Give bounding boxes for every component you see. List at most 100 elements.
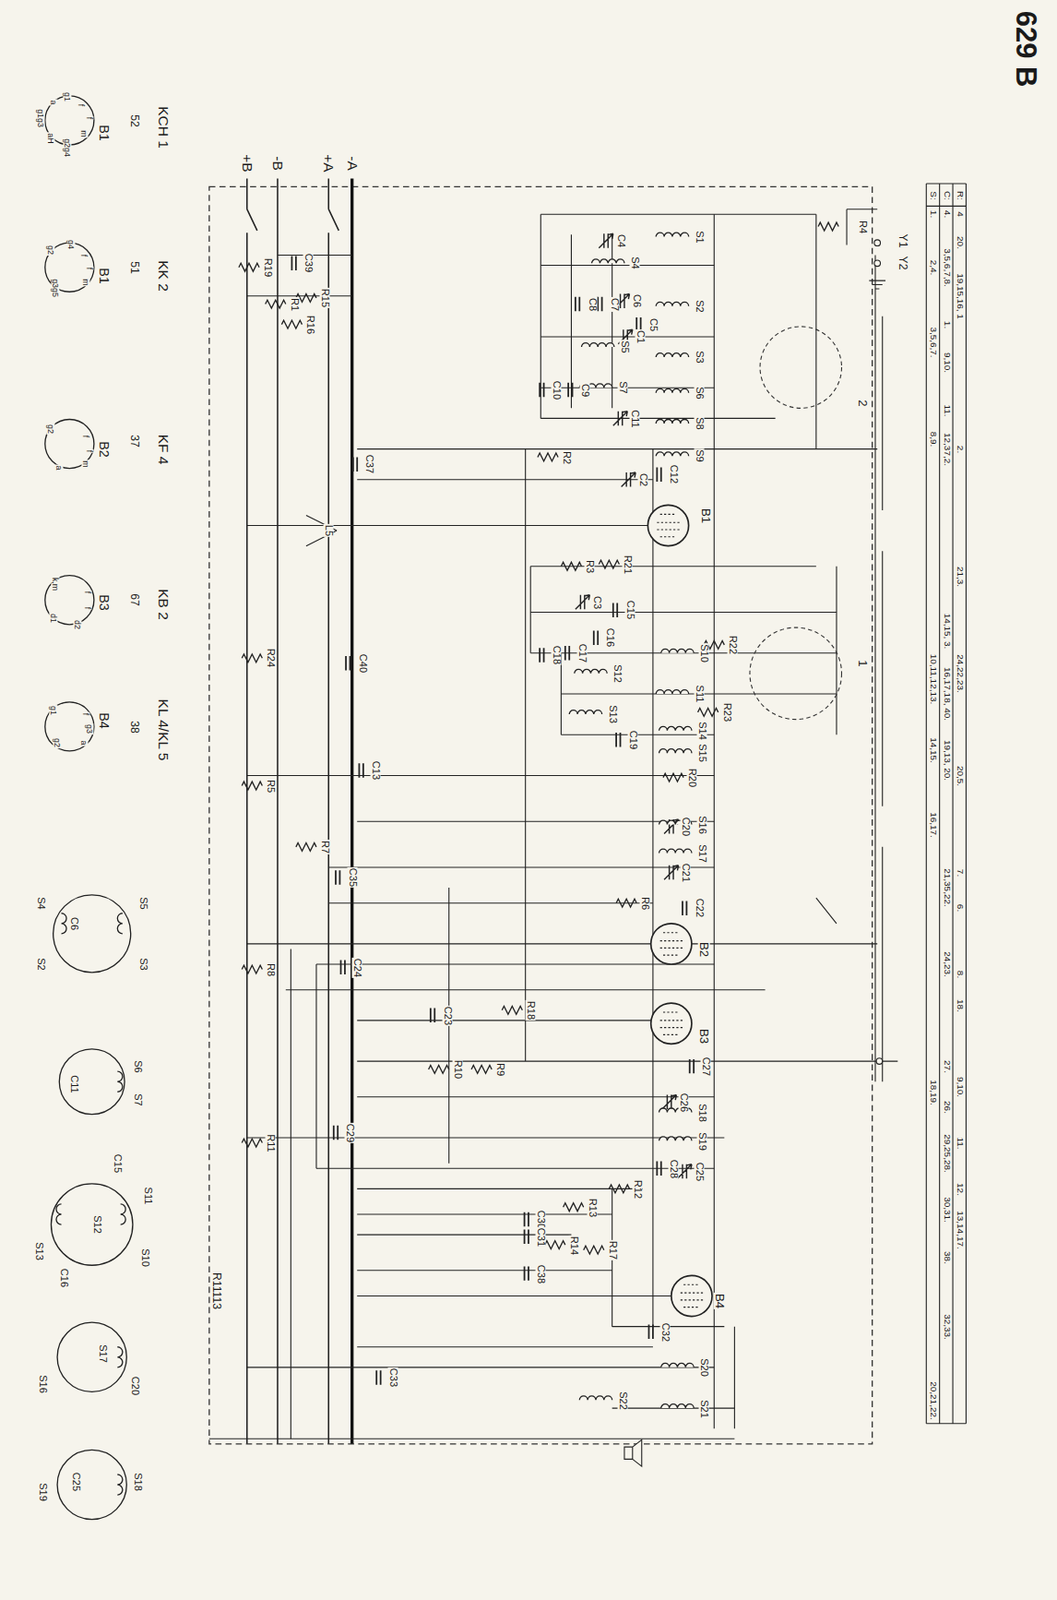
tube-base-diagram [45,95,95,751]
schematic-label: 38 [129,719,141,735]
schematic-label: g1 [48,704,58,716]
schematic-label: S18 [697,1102,708,1123]
coil-symbol [569,232,694,1408]
schematic-label: g2 [47,244,56,256]
schematic-label: B1 [700,506,713,523]
schematic-label: -A [344,154,359,171]
schematic-label: 37 [129,433,141,449]
schematic-label: C38 [535,1262,547,1283]
schematic-label: C21 [680,862,691,883]
schematic-label: 26. [942,1099,952,1115]
schematic-label: aH [47,132,56,145]
switch-bracket [306,316,883,1081]
schematic-label: f [83,589,93,594]
schematic-label: R14 [568,1234,579,1255]
schematic-label: 29,25,28. [942,1132,952,1173]
schematic-label: 4. [942,209,952,219]
schematic-label: 6. [955,902,965,913]
schematic-label: C29 [344,1122,356,1143]
schematic-label: Y1 [897,233,909,250]
schematic-label: R13 [586,1196,597,1217]
schematic-label: S2 [693,298,704,314]
schematic-label: C10 [550,379,561,400]
schematic-label: R3 [584,558,595,574]
schematic-label: 27. [942,1058,952,1074]
schematic-label: S20 [699,1356,710,1378]
schematic-label: S9 [693,449,704,464]
schematic-label: 30,31. [942,1195,952,1224]
schematic-label: 9,10. [942,351,952,374]
schematic-label: B4 [712,1292,725,1309]
schematic-label: C3 [592,594,603,610]
schematic-label: S8 [693,415,704,431]
resistor-symbol [238,222,839,1254]
schematic-label: S10 [699,642,710,664]
wiring [290,213,876,1438]
schematic-label: d2 [73,618,83,630]
schematic-label: 11. [942,403,952,417]
schematic-label: 13,14,17. [955,1209,965,1249]
schematic-label: 7. [955,867,965,878]
schematic-label: KB 2 [155,587,170,621]
schematic-label: C25 [70,1471,81,1492]
schematic-label: m [81,460,90,469]
schematic-label: f [81,434,90,439]
schematic-label: f [85,116,95,120]
schematic-label: 12. [955,1181,965,1197]
schematic-label: C39 [303,252,314,274]
schematic-label: R19 [261,257,273,278]
schematic-label: 1. [942,320,952,330]
schematic-label: g3 [85,723,95,735]
schematic-label: 19,13, 20. [942,738,952,782]
coil-base-diagram [50,894,132,1520]
schematic-label: S22 [617,1389,628,1411]
schematic-label: g2 [47,423,56,435]
wave-switch [749,627,843,720]
schematic-label: KF 4 [155,432,170,465]
schematic-label: S7 [617,380,628,396]
schematic-label: a [55,463,64,471]
schematic-label: 18,19. [928,1078,939,1106]
loudspeaker [624,1438,642,1466]
schematic-label: 1 [855,658,868,667]
tube-symbol [647,504,689,546]
schematic-label: S5 [137,895,148,911]
schematic-label: S13 [34,1240,45,1261]
schematic-label: 9,10. [955,1075,965,1098]
schematic-label: S11 [142,1186,154,1206]
schematic-label: f [83,605,93,610]
schematic-label: m [79,129,88,138]
schematic-label: C24 [352,957,363,978]
capacitor-symbol [291,233,694,1384]
schematic-label: S4 [629,256,641,272]
schematic-label: 2. [955,444,965,454]
schematic-label: C9 [579,381,590,397]
schematic-label: B1 [97,123,111,143]
schematic-label: 12,37,2. [942,431,952,467]
pickup-terminal [876,1057,883,1065]
schematic-label: C5 [647,317,658,333]
schematic-label: 38. [942,1249,952,1265]
schematic-label: C32 [660,1320,671,1342]
schematic-label: f [81,712,90,716]
schematic-label: g4 [67,239,76,251]
schematic-label: R8 [265,961,276,977]
schematic-label: 16,17,18, 40. [942,665,952,722]
schematic-label: S11 [693,684,704,704]
schematic-label: R21 [622,554,633,575]
schematic-label: C28 [668,1157,679,1178]
schematic-label: R10 [451,1058,463,1080]
antenna-terminal [874,239,881,247]
schematic-label: C22 [693,897,704,918]
schematic-label: S12 [92,1214,103,1236]
schematic-label: B4 [97,711,111,730]
schematic-label: 2,4. [928,259,939,277]
schematic-label: C20 [129,1375,140,1396]
schematic-label: R18 [525,999,536,1021]
schematic-label: L5 [323,523,334,537]
schematic-label: B1 [97,266,111,286]
schematic-label: 24,23. [942,950,952,979]
schematic-label: 24,22,23. [955,653,965,693]
schematic-label: C13 [370,760,381,781]
